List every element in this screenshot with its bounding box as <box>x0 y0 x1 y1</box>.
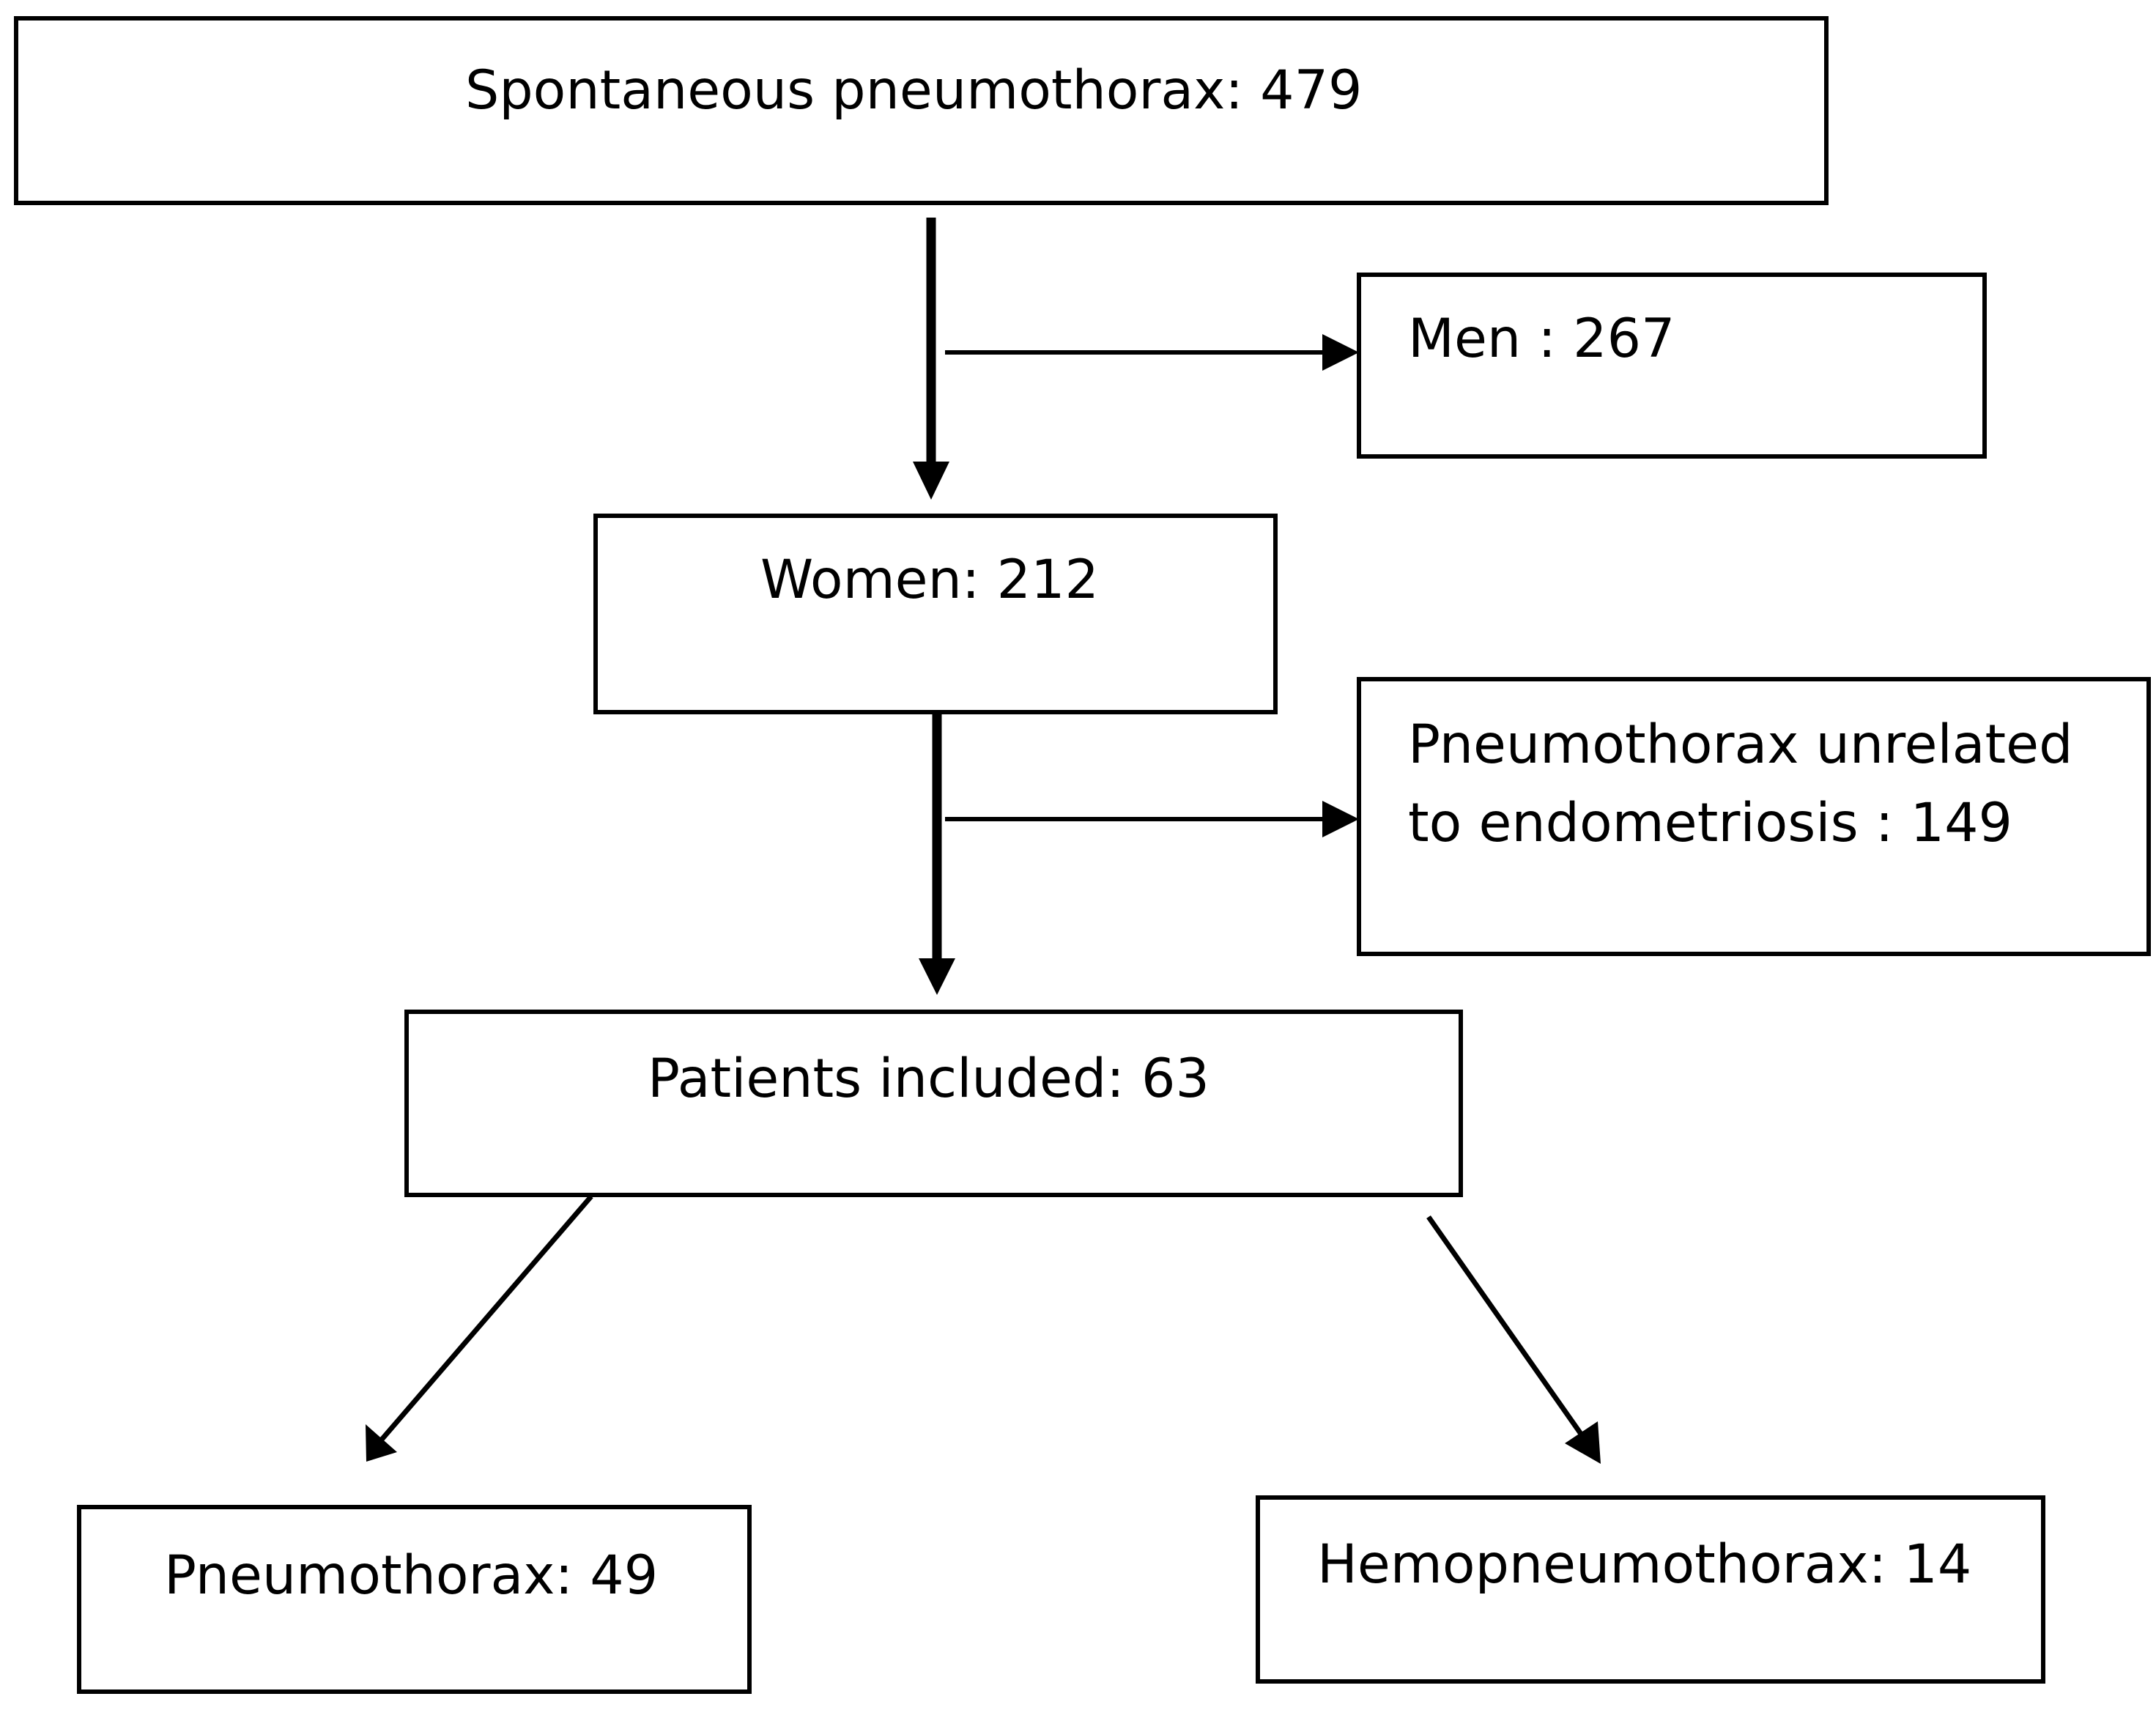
arrowhead-men <box>1322 334 1359 371</box>
arrow-to-pneumothorax <box>379 1194 593 1443</box>
label-spontaneous-pneumothorax: Spontaneous pneumothorax: 479 <box>465 59 1363 122</box>
box-men: Men : 267 <box>1357 273 1987 459</box>
label-patients-included: Patients included: 63 <box>648 1048 1209 1110</box>
label-women: Women: 212 <box>760 549 1099 611</box>
box-spontaneous-pneumothorax: Spontaneous pneumothorax: 479 <box>14 16 1829 205</box>
label-unrelated-line2: to endometriosis : 149 <box>1408 792 2012 854</box>
box-hemopneumothorax: Hemopneumothorax: 14 <box>1256 1495 2045 1684</box>
label-unrelated-line1: Pneumothorax unrelated <box>1408 714 2073 776</box>
arrowhead-pneumothorax <box>366 1424 397 1462</box>
box-women: Women: 212 <box>593 514 1278 714</box>
arrow-to-hemopneumothorax <box>1426 1215 1585 1438</box>
box-patients-included: Patients included: 63 <box>404 1010 1463 1197</box>
arrowhead-women <box>913 462 949 500</box>
label-men: Men : 267 <box>1408 308 1675 370</box>
box-pneumothorax: Pneumothorax: 49 <box>77 1505 752 1694</box>
box-unrelated-to-endometriosis: Pneumothorax unrelated to endometriosis … <box>1357 677 2151 956</box>
arrowhead-unrelated <box>1322 801 1359 837</box>
arrowhead-included <box>919 958 955 995</box>
label-hemopneumothorax: Hemopneumothorax: 14 <box>1317 1533 1972 1596</box>
label-pneumothorax: Pneumothorax: 49 <box>164 1544 659 1607</box>
arrowhead-hemopneumothorax <box>1565 1421 1601 1464</box>
